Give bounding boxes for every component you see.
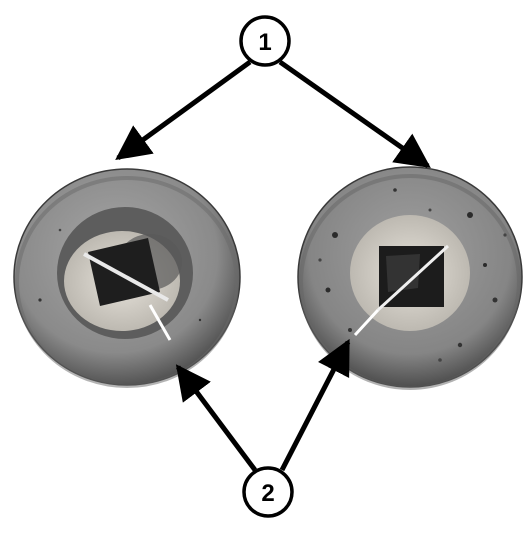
left-crack-line [83,252,169,302]
callout-2-arrows [175,338,351,472]
callout-1-circle [239,15,291,67]
right-indent-highlight [386,254,420,292]
callout-2-label: 2 [261,480,274,507]
callout-1-label: 1 [258,29,271,56]
left-indent-mark [88,238,160,306]
left-plate-rim-shadow [15,176,239,388]
callout-1-arrow-right [278,59,431,169]
callout-1-arrows [115,59,431,169]
left-crack-edge [148,304,172,341]
left-specimen [13,168,241,388]
callout-1: 1 [239,15,291,67]
callout-2: 2 [242,466,294,518]
right-crack-line [376,244,450,312]
callout-2-arrow-right [279,338,351,472]
callout-2-arrow-left [175,364,258,472]
right-plate-rim-shadow [299,174,521,390]
callout-2-circle [242,466,294,518]
right-crack-edge [353,308,380,337]
right-specimen [297,166,523,390]
callout-1-arrow-left [115,59,252,161]
